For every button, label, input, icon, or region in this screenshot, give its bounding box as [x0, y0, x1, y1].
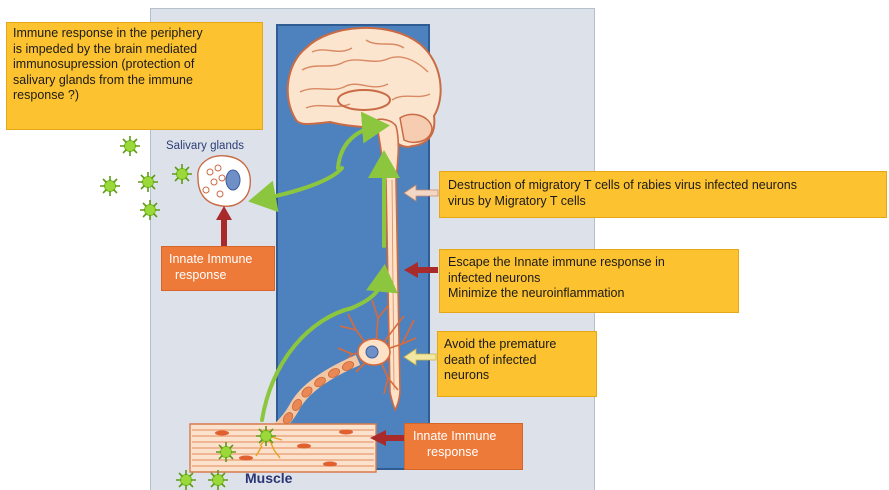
neuron-nucleus [366, 346, 378, 358]
muscle-icon [190, 424, 376, 472]
box-line: is impeded by the brain mediated [13, 42, 256, 58]
box-line: salivary glands from the immune [13, 73, 256, 89]
avoid-neuron-death-box: Avoid the premature death of infected ne… [437, 331, 597, 397]
box-line: neurons [444, 368, 590, 384]
box-line: Escape the Innate immune response in [448, 255, 730, 271]
box-line: immunosupression (protection of [13, 57, 256, 73]
innate-immune-salivary-box: Innate Immune response [161, 246, 275, 291]
innate-immune-muscle-box: Innate Immune response [404, 423, 523, 470]
muscle-label: Muscle [245, 470, 292, 486]
escape-innate-response-box: Escape the Innate immune response in inf… [439, 249, 739, 313]
box-line: infected neurons [448, 271, 730, 287]
box-line: virus by Migratory T cells [448, 194, 878, 210]
box-line: Innate Immune [413, 429, 514, 445]
box-line: response [413, 445, 514, 461]
box-line: Avoid the premature [444, 337, 590, 353]
box-line: Minimize the neuroinflammation [448, 286, 730, 302]
box-line: Destruction of migratory T cells of rabi… [448, 178, 878, 194]
salivary-glands-label: Salivary glands [166, 140, 244, 152]
box-line: Innate Immune [169, 252, 267, 268]
t-cell-destruction-box: Destruction of migratory T cells of rabi… [439, 171, 887, 218]
salivary-gland-cell-icon [198, 156, 250, 207]
box-line: response ?) [13, 88, 256, 104]
box-line: response [169, 268, 267, 284]
box-line: Immune response in the periphery [13, 26, 256, 42]
periphery-immunosuppression-box: Immune response in the periphery is impe… [6, 22, 263, 130]
box-line: death of infected [444, 353, 590, 369]
pointer-arrows [216, 185, 438, 446]
